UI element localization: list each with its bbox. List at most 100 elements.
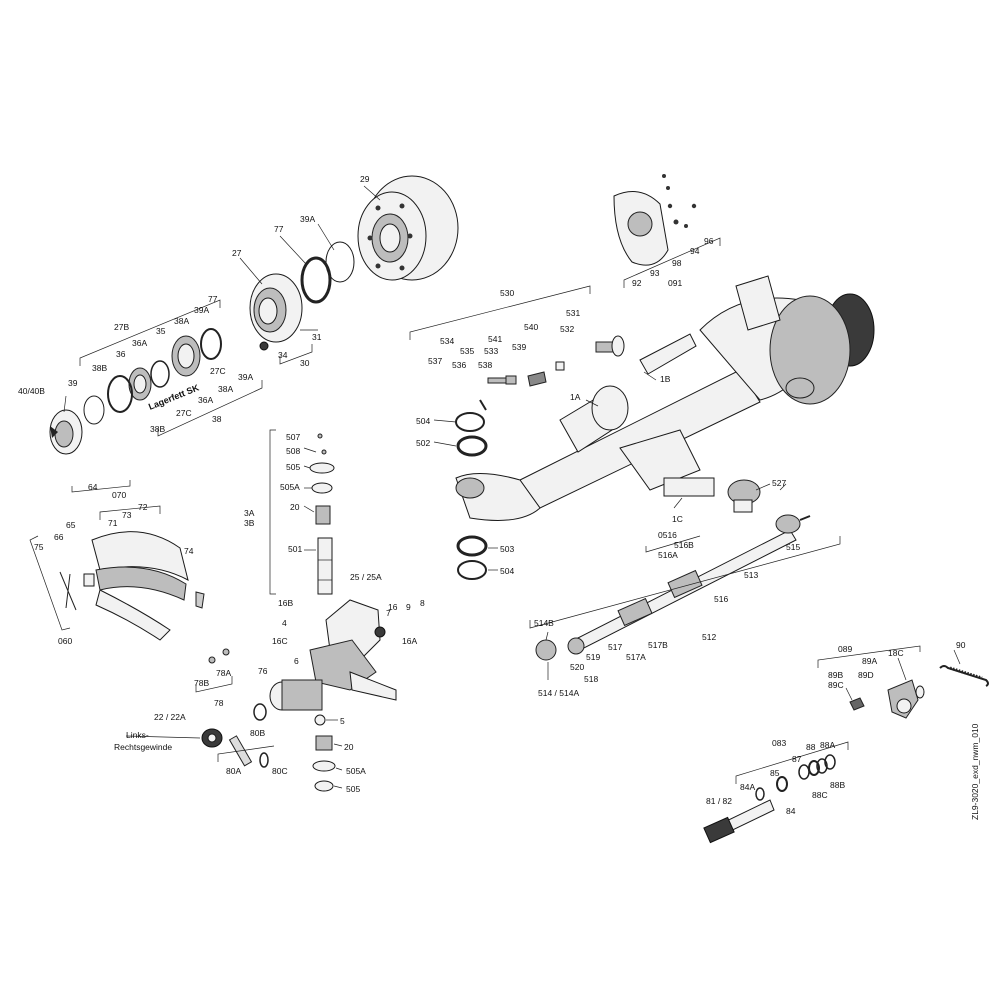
label-539: 539 (512, 342, 526, 352)
tie-rod-512 (535, 514, 811, 661)
thread-note-line2: Rechtsgewinde (114, 742, 172, 752)
label-89B: 89B (828, 670, 843, 680)
label-29: 29 (360, 174, 370, 184)
label-534: 534 (440, 336, 454, 346)
label-96: 96 (704, 236, 714, 246)
label-88A: 88A (820, 740, 835, 750)
label-74: 74 (184, 546, 194, 556)
label-39A-b: 39A (194, 305, 209, 315)
label-39: 39 (68, 378, 78, 388)
label-84A: 84A (740, 782, 755, 792)
label-36A-b: 36A (198, 395, 213, 405)
label-527: 527 (772, 478, 786, 488)
label-514-514A: 514 / 514A (538, 688, 579, 698)
label-530: 530 (500, 288, 514, 298)
label-72: 72 (138, 502, 148, 512)
label-517B: 517B (648, 640, 668, 650)
label-504: 504 (416, 416, 430, 426)
label-520: 520 (570, 662, 584, 672)
label-78B: 78B (194, 678, 209, 688)
label-083: 083 (772, 738, 786, 748)
label-16A: 16A (402, 636, 417, 646)
label-38: 38 (212, 414, 222, 424)
label-16B: 16B (278, 598, 293, 608)
anchor-plate-092 (613, 174, 697, 266)
label-77: 77 (274, 224, 284, 234)
brake-drum-29 (357, 175, 459, 281)
label-87: 87 (792, 754, 802, 764)
label-27: 27 (232, 248, 242, 258)
label-16C: 16C (272, 636, 288, 646)
return-spring-90 (939, 665, 989, 687)
label-505A: 505A (280, 482, 300, 492)
label-504-b: 504 (500, 566, 514, 576)
label-36: 36 (116, 349, 126, 359)
label-27C: 27C (210, 366, 226, 376)
label-070: 070 (112, 490, 126, 500)
label-517: 517 (608, 642, 622, 652)
label-535: 535 (460, 346, 474, 356)
label-80C: 80C (272, 766, 288, 776)
label-92: 92 (632, 278, 642, 288)
label-536: 536 (452, 360, 466, 370)
label-89D: 89D (858, 670, 874, 680)
label-80A: 80A (226, 766, 241, 776)
label-513: 513 (744, 570, 758, 580)
label-88: 88 (806, 742, 816, 752)
label-505A-b: 505A (346, 766, 366, 776)
label-22-22A: 22 / 22A (154, 712, 186, 722)
hub-27 (249, 273, 318, 351)
label-3A: 3A (244, 508, 255, 518)
label-77-b: 77 (208, 294, 218, 304)
label-5: 5 (340, 716, 345, 726)
label-516B: 516B (674, 540, 694, 550)
bearing-group-27B (83, 328, 222, 425)
label-18C: 18C (888, 648, 904, 658)
label-66: 66 (54, 532, 64, 542)
label-36A: 36A (132, 338, 147, 348)
tie-rod-end-22 (201, 728, 223, 748)
label-514B: 514B (534, 618, 554, 628)
label-517A: 517A (626, 652, 646, 662)
steering-knuckle-25 (269, 599, 397, 711)
label-20: 20 (290, 502, 300, 512)
brake-shoe-060 (59, 531, 230, 664)
label-65: 65 (66, 520, 76, 530)
bracket-lines (29, 185, 961, 789)
label-519: 519 (586, 652, 600, 662)
label-1A: 1A (570, 392, 581, 402)
label-091: 091 (668, 278, 682, 288)
label-78: 78 (214, 698, 224, 708)
label-71: 71 (108, 518, 118, 528)
label-089: 089 (838, 644, 852, 654)
label-532: 532 (560, 324, 574, 334)
label-537: 537 (428, 356, 442, 366)
oring-77 (300, 256, 332, 304)
part-labels: 29 39A 77 27 31 34 30 27B 38A 39A 77 36A… (18, 174, 966, 816)
label-35: 35 (156, 326, 166, 336)
label-34: 34 (278, 350, 288, 360)
label-27B: 27B (114, 322, 129, 332)
label-1B: 1B (660, 374, 671, 384)
label-538: 538 (478, 360, 492, 370)
label-4: 4 (282, 618, 287, 628)
label-3B: 3B (244, 518, 255, 528)
label-518: 518 (584, 674, 598, 684)
label-40-40B: 40/40B (18, 386, 45, 396)
label-540: 540 (524, 322, 538, 332)
label-503: 503 (500, 544, 514, 554)
label-502: 502 (416, 438, 430, 448)
label-80B: 80B (250, 728, 265, 738)
label-533: 533 (484, 346, 498, 356)
label-0516: 0516 (658, 530, 677, 540)
thread-note-line1: Links- (126, 730, 149, 740)
label-38A: 38A (174, 316, 189, 326)
label-16: 16 (388, 602, 398, 612)
hub-cap-40-40B (49, 409, 83, 455)
axle-beam-1 (455, 275, 875, 521)
label-8: 8 (420, 598, 425, 608)
label-76: 76 (258, 666, 268, 676)
label-512: 512 (702, 632, 716, 642)
label-501: 501 (288, 544, 302, 554)
king-pin-set (309, 433, 335, 595)
